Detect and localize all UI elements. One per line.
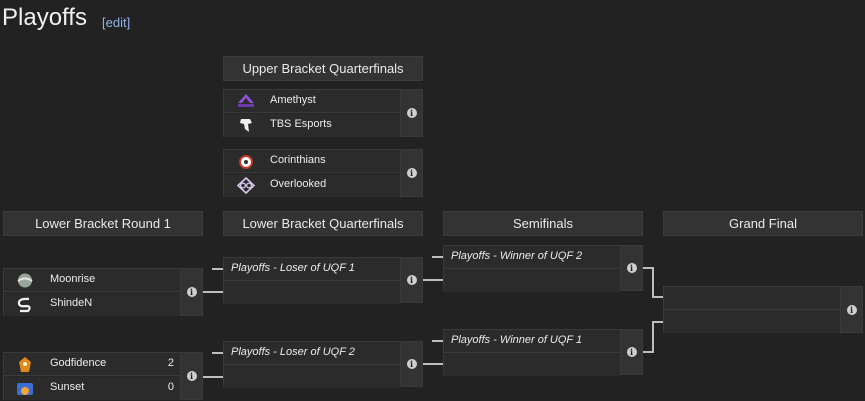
edit-link-wrapper: [edit] <box>102 15 130 30</box>
match-info-button[interactable]: i <box>180 353 202 399</box>
match-lbqf-1[interactable]: Playoffs - Loser of UQF 1 i <box>223 257 423 304</box>
match-info-button[interactable]: i <box>400 258 422 302</box>
edit-link[interactable]: [edit] <box>102 15 131 30</box>
team-name: Playoffs - Loser of UQF 2 <box>231 346 355 358</box>
match-team-row[interactable] <box>224 365 400 388</box>
team-name: Corinthians <box>270 154 326 166</box>
match-team-row[interactable]: TBS Esports <box>224 114 400 137</box>
team-name: Playoffs - Winner of UQF 1 <box>451 334 583 346</box>
round-header-lbqf: Lower Bracket Quarterfinals <box>223 211 423 236</box>
match-lbqf-2[interactable]: Playoffs - Loser of UQF 2 i <box>223 341 423 388</box>
match-ubqf-1[interactable]: Amethyst TBS Esports i <box>223 89 423 137</box>
team-name: Godfidence <box>50 357 107 369</box>
team-name: Amethyst <box>270 94 316 106</box>
bracket-connector <box>423 363 443 365</box>
team-name: Sunset <box>50 381 85 393</box>
info-icon: i <box>406 359 417 369</box>
info-icon: i <box>186 371 197 381</box>
match-team-row[interactable]: Godfidence 2 <box>4 353 180 376</box>
shinden-logo-icon <box>17 297 31 313</box>
match-team-row[interactable] <box>224 281 400 304</box>
bracket-connector <box>423 279 443 281</box>
match-info-button[interactable]: i <box>620 330 642 374</box>
info-icon: i <box>406 168 417 178</box>
match-info-button[interactable]: i <box>180 269 202 315</box>
godfidence-logo-icon <box>19 357 31 372</box>
match-lbr1-1[interactable]: Moonrise ShindeN i <box>3 268 203 316</box>
match-info-button[interactable]: i <box>620 246 642 290</box>
match-team-row[interactable]: Overlooked <box>224 174 400 197</box>
tbs-esports-logo-icon <box>240 119 252 132</box>
round-header-ubqf: Upper Bracket Quarterfinals <box>223 56 423 81</box>
match-team-row[interactable]: Amethyst <box>224 90 400 113</box>
match-team-row[interactable]: Playoffs - Winner of UQF 2 <box>444 246 620 269</box>
match-ubqf-2[interactable]: Corinthians Overlooked i <box>223 149 423 197</box>
match-team-row[interactable]: Moonrise <box>4 269 180 292</box>
match-info-button[interactable]: i <box>400 150 422 196</box>
team-name: Playoffs - Loser of UQF 1 <box>231 262 355 274</box>
match-team-row[interactable] <box>444 353 620 376</box>
match-lbr1-2[interactable]: Godfidence 2 Sunset 0 i <box>3 352 203 400</box>
bracket-connector <box>432 256 443 258</box>
page-title: Playoffs <box>2 4 87 31</box>
team-score: 2 <box>167 357 174 369</box>
info-icon: i <box>846 304 857 315</box>
team-name: ShindeN <box>50 297 93 309</box>
amethyst-logo-icon <box>238 94 254 107</box>
match-info-button[interactable]: i <box>400 90 422 136</box>
info-icon: i <box>186 287 197 297</box>
team-name: Overlooked <box>270 178 327 190</box>
match-team-row[interactable]: Playoffs - Loser of UQF 1 <box>224 258 400 281</box>
bracket-connector <box>652 321 654 353</box>
bracket-connector <box>212 352 223 354</box>
match-team-row[interactable]: ShindeN <box>4 293 180 316</box>
info-icon: i <box>406 108 417 118</box>
bracket-connector <box>652 267 654 298</box>
team-name: Playoffs - Winner of UQF 2 <box>451 250 583 262</box>
match-team-row[interactable]: Playoffs - Winner of UQF 1 <box>444 330 620 353</box>
match-info-button[interactable]: i <box>840 287 862 332</box>
corinthians-logo-icon <box>239 155 253 169</box>
bracket-connector <box>652 296 663 298</box>
bracket-connector <box>203 291 223 293</box>
team-name: Moonrise <box>50 273 96 285</box>
match-info-button[interactable]: i <box>400 342 422 386</box>
match-semifinal-2[interactable]: Playoffs - Winner of UQF 1 i <box>443 329 643 376</box>
match-grand-final[interactable]: i <box>663 286 863 333</box>
team-name: TBS Esports <box>270 118 332 130</box>
round-header-semifinals: Semifinals <box>443 211 643 236</box>
overlooked-logo-icon <box>236 177 256 194</box>
info-icon: i <box>626 347 637 357</box>
moonrise-logo-icon <box>17 273 33 288</box>
bracket-connector <box>643 267 653 269</box>
info-icon: i <box>626 263 637 273</box>
match-team-row[interactable] <box>444 269 620 292</box>
match-team-row[interactable] <box>664 287 840 310</box>
match-team-row[interactable] <box>664 310 840 333</box>
round-header-lbr1: Lower Bracket Round 1 <box>3 211 203 236</box>
match-team-row[interactable]: Sunset 0 <box>4 377 180 400</box>
match-team-row[interactable]: Corinthians <box>224 150 400 173</box>
team-score: 0 <box>167 381 174 393</box>
bracket-connector <box>203 376 223 378</box>
bracket-connector <box>212 268 223 270</box>
bracket-connector <box>432 340 443 342</box>
bracket-connector <box>652 321 663 323</box>
round-header-grand-final: Grand Final <box>663 211 863 236</box>
match-team-row[interactable]: Playoffs - Loser of UQF 2 <box>224 342 400 365</box>
match-semifinal-1[interactable]: Playoffs - Winner of UQF 2 i <box>443 245 643 292</box>
bracket-connector <box>643 351 653 353</box>
sunset-logo-icon <box>17 383 33 395</box>
info-icon: i <box>406 275 417 285</box>
